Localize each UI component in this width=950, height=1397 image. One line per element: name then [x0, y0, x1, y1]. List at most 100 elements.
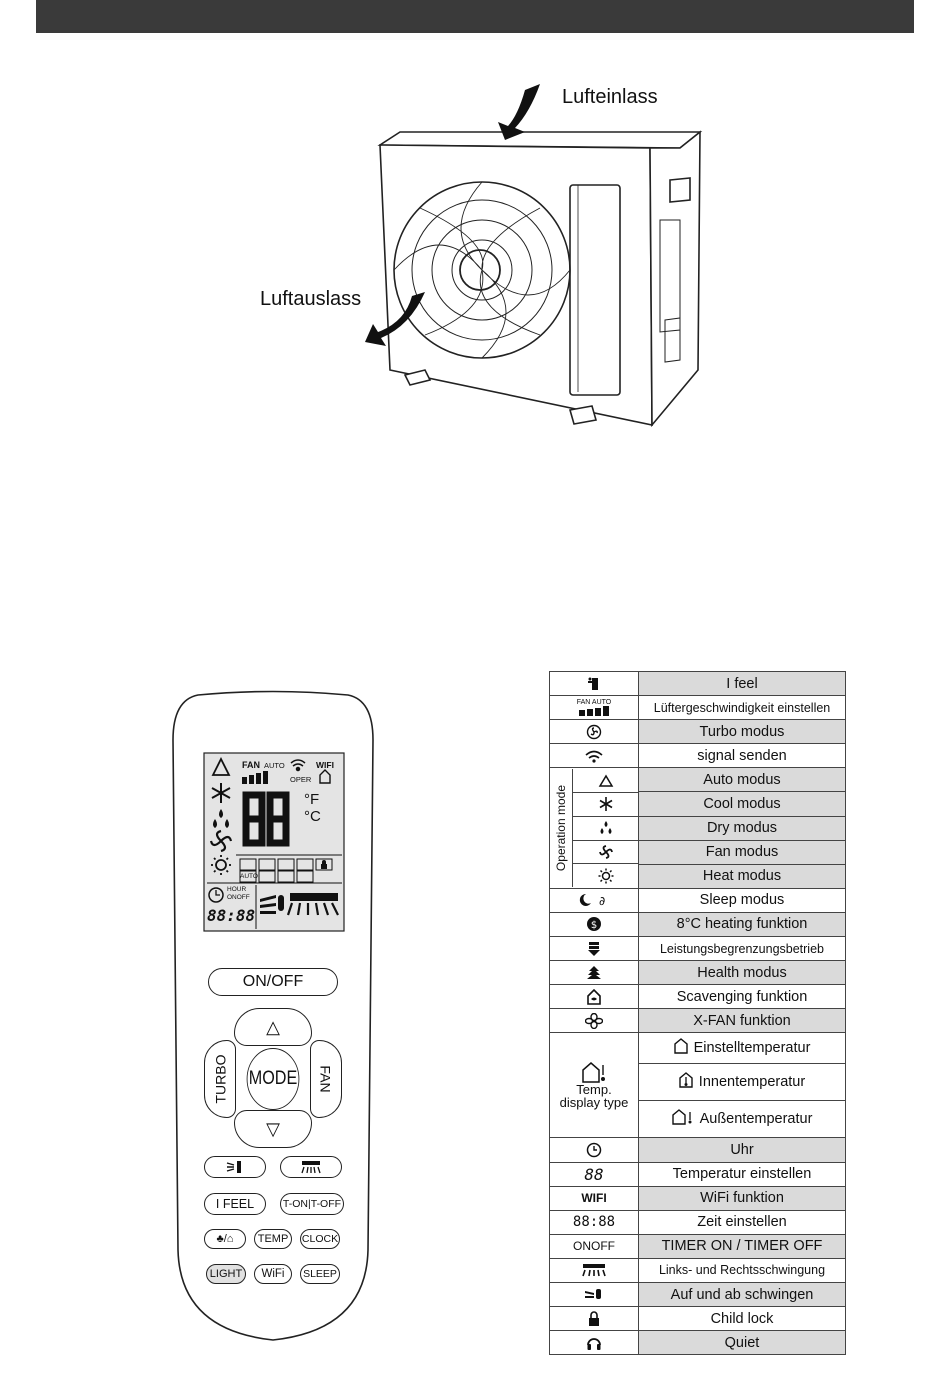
health-button[interactable]: ♣/⌂ [204, 1229, 246, 1249]
quiet-icon [549, 1330, 639, 1356]
legend-text: Turbo modus [638, 719, 846, 745]
temp-display-label-1: Temp. [576, 1082, 612, 1098]
turbo-button-label: TURBO [212, 1054, 228, 1104]
temp-display-icon [582, 1062, 605, 1084]
temp-set-icon [673, 1038, 688, 1058]
swing-ud-button[interactable] [204, 1156, 266, 1178]
legend-text: WiFi funktion [638, 1185, 846, 1211]
lcd-wifi-label: WIFI [316, 760, 334, 770]
fan-button-label: FAN [317, 1065, 334, 1093]
temp-up-button[interactable]: △ [234, 1008, 312, 1046]
clock-icon [549, 1137, 639, 1163]
table-row: Uhr [549, 1137, 846, 1163]
legend-text: Uhr [638, 1137, 846, 1163]
svg-text:∂: ∂ [599, 894, 605, 908]
air-inlet-label: Lufteinlass [562, 86, 658, 108]
clock-button[interactable]: CLOCK [300, 1229, 340, 1249]
house-icon [319, 769, 331, 784]
sleep-button[interactable]: SLEEP [300, 1264, 340, 1284]
legend-text: Zeit einstellen [638, 1209, 846, 1235]
legend-text: X-FAN funktion [638, 1008, 846, 1034]
table-row: Heat modus [550, 863, 846, 889]
swing-lr-button-icon [301, 1161, 321, 1174]
i-feel-icon [549, 670, 639, 697]
fan-button[interactable]: FAN [310, 1040, 342, 1118]
table-row: WIFI WiFi funktion [549, 1185, 846, 1211]
legend-text: Links- und Rechtsschwingung [638, 1257, 846, 1283]
legend-text: Scavenging funktion [638, 984, 846, 1010]
auto-mode-icon [573, 769, 638, 793]
table-row: Auf und ab schwingen [549, 1281, 846, 1308]
legend-text: Dry modus [638, 815, 846, 841]
legend-text: I feel [638, 670, 846, 697]
turbo-button[interactable]: TURBO [204, 1040, 236, 1118]
table-row: Cool modus [550, 791, 846, 817]
heating-8c-icon: $ [549, 911, 639, 938]
remote-control: FAN AUTO WIFI OPER °F °C AUTO HOUR ONOFF… [168, 690, 378, 1345]
legend-text: Außentemperatur [638, 1100, 846, 1139]
temp-display-group: Temp. display type [549, 1032, 639, 1139]
mode-button[interactable]: MODE [246, 1048, 300, 1110]
lcd-clock-digits: 88:88 [207, 906, 256, 925]
wifi-button[interactable]: WiFi [254, 1264, 292, 1284]
i-feel-button[interactable]: I FEEL [204, 1193, 266, 1215]
table-row: Innentemperatur [550, 1063, 846, 1102]
power-limit-icon [549, 936, 639, 962]
legend-text: Einstelltemperatur [638, 1032, 846, 1065]
legend-text: Temperatur einstellen [638, 1161, 846, 1187]
light-button[interactable]: LIGHT [206, 1264, 246, 1284]
temp-display-label-2: display type [559, 1095, 629, 1111]
cool-mode-icon [573, 793, 638, 817]
swing-lr-icon [286, 893, 339, 916]
table-row: Links- und Rechtsschwingung [549, 1257, 846, 1283]
operation-mode-group: Operation mode [549, 767, 639, 889]
table-row: Leistungsbegrenzungsbetrieb [549, 936, 846, 962]
legend-text: Fan modus [638, 839, 846, 865]
swing-lr-icon [549, 1257, 639, 1283]
scavenging-icon [549, 984, 639, 1010]
swing-lr-button[interactable] [280, 1156, 342, 1178]
temperature-digits [242, 791, 290, 847]
wifi-icon: WIFI [549, 1185, 639, 1211]
legend-text: Sleep modus [638, 887, 846, 913]
legend-text: Child lock [638, 1306, 846, 1332]
table-row: Quiet [549, 1330, 846, 1356]
heat-mode-icon [211, 855, 231, 875]
child-lock-icon [549, 1306, 639, 1332]
legend-text: Auto modus [638, 767, 846, 793]
table-row: 88 Temperatur einstellen [549, 1161, 846, 1187]
onoff-icon: ONOFF [549, 1233, 639, 1259]
lcd-display: FAN AUTO WIFI OPER °F °C AUTO HOUR ONOFF… [204, 753, 344, 931]
lcd-fan-label: FAN [242, 760, 260, 770]
onoff-button[interactable]: ON/OFF [208, 968, 338, 996]
table-row: 88:88 Zeit einstellen [549, 1209, 846, 1235]
dry-mode-icon [213, 809, 229, 828]
operation-mode-label: Operation mode [554, 785, 568, 872]
swing-ud-icon [549, 1281, 639, 1308]
table-row: ONOFF TIMER ON / TIMER OFF [549, 1233, 846, 1259]
legend-text: Innentemperatur [638, 1063, 846, 1102]
fan-speed-icon-label: FAN AUTO [576, 699, 612, 707]
clock-icon [208, 887, 224, 903]
header-bar [36, 0, 914, 33]
health-icon [549, 960, 639, 986]
timer-button[interactable]: T-ON|T-OFF [280, 1193, 344, 1215]
sleep-icon: ∂ [549, 887, 639, 913]
fan-mode-icon [209, 829, 233, 853]
legend-text: Leistungsbegrenzungsbetrieb [638, 936, 846, 962]
temp-indoor-label: Innentemperatur [698, 1074, 806, 1091]
legend-text: Lüftergeschwindigkeit einstellen [638, 695, 846, 721]
temp-down-button[interactable]: ▽ [234, 1110, 312, 1148]
heat-mode-icon [573, 864, 638, 887]
signal-icon [290, 759, 306, 772]
dry-mode-icon [573, 817, 638, 841]
table-row: Turbo modus [549, 719, 846, 745]
lcd-onoff-label: ONOFF [227, 894, 250, 901]
temp-button[interactable]: TEMP [254, 1229, 292, 1249]
swing-ud-icon [260, 895, 284, 914]
auto-mode-icon [211, 756, 231, 776]
legend-text: TIMER ON / TIMER OFF [638, 1233, 846, 1259]
table-row: Temp. display type Einstelltemperatur [549, 1032, 846, 1139]
temp-indoor-icon [679, 1072, 693, 1092]
legend-text: Heat modus [638, 863, 846, 889]
